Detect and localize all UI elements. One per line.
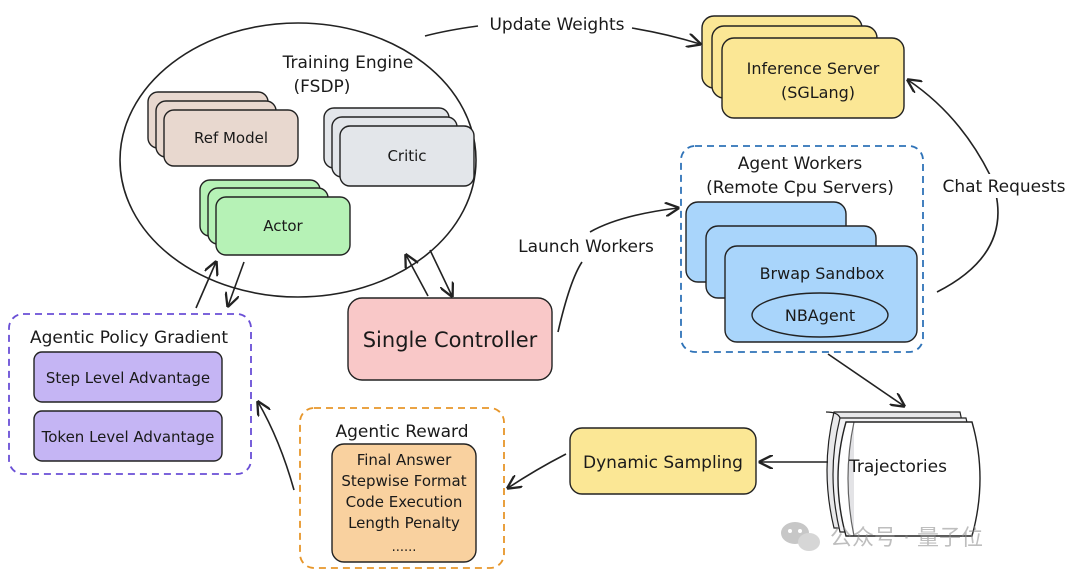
inference-server-label: Inference Server [747, 59, 880, 78]
agentic-reward-group: Agentic Reward Final Answer Stepwise For… [299, 407, 505, 569]
workers-to-trajectories-arrow [827, 353, 904, 406]
agent-workers-subtitle: (Remote Cpu Servers) [706, 178, 894, 198]
nbagent-node [751, 292, 889, 338]
dynamic-sampling: Dynamic Sampling [569, 427, 757, 495]
inference-server-sublabel: (SGLang) [781, 83, 855, 102]
dynamic-sampling-label: Dynamic Sampling [583, 453, 743, 473]
actor-label: Actor [263, 217, 303, 235]
launch-workers-connector: Launch Workers [518, 208, 678, 333]
critic-stack: Critic [323, 107, 475, 187]
training-engine: Training Engine (FSDP) Ref Model Critic … [119, 22, 477, 298]
step-level-advantage-label: Step Level Advantage [46, 369, 210, 387]
policy-gradient-title: Agentic Policy Gradient [30, 328, 228, 348]
trajectories-label: Trajectories [848, 457, 947, 477]
ref-model-label: Ref Model [194, 129, 268, 147]
brwap-sandbox-label: Brwap Sandbox [760, 264, 885, 283]
reward-to-policy-arrow [258, 402, 295, 491]
reward-item-length-penalty: Length Penalty [348, 514, 460, 532]
critic-label: Critic [387, 147, 426, 165]
launch-workers-label: Launch Workers [518, 237, 654, 257]
nbagent-label: NBAgent [785, 306, 855, 325]
wechat-icon [781, 522, 820, 551]
agentic-reward-title: Agentic Reward [335, 422, 468, 442]
sampling-to-reward-arrow [508, 453, 567, 488]
training-engine-subtitle: (FSDP) [294, 77, 351, 97]
policy-to-engine-arrow [195, 262, 216, 309]
update-weights-connector: Update Weights [424, 15, 700, 44]
agentic-policy-gradient-group: Agentic Policy Gradient Step Level Advan… [8, 313, 252, 475]
watermark-text: 公众号 · 量子位 [830, 526, 983, 551]
ref-model-stack: Ref Model [147, 91, 299, 167]
reward-item-final-answer: Final Answer [357, 451, 452, 469]
chat-requests-connector: Chat Requests [908, 80, 1074, 293]
single-controller: Single Controller [347, 297, 553, 381]
chat-requests-label: Chat Requests [942, 177, 1065, 197]
agent-workers-group: Agent Workers (Remote Cpu Servers) Brwap… [680, 145, 924, 353]
training-engine-title: Training Engine [282, 53, 414, 73]
reward-item-stepwise-format: Stepwise Format [341, 472, 466, 490]
token-level-advantage-label: Token Level Advantage [41, 428, 215, 446]
watermark: 公众号 · 量子位 [781, 522, 983, 551]
controller-to-engine-arrow [406, 255, 429, 297]
reward-item-ellipsis: ...... [392, 540, 417, 555]
update-weights-label: Update Weights [489, 15, 624, 35]
engine-to-controller-arrow [429, 249, 452, 296]
trajectories-cylinder: Trajectories [825, 411, 981, 537]
reward-item-code-execution: Code Execution [346, 493, 463, 511]
engine-to-policy-arrow [228, 261, 245, 306]
inference-server-stack: Inference Server (SGLang) [701, 15, 905, 119]
agent-workers-title: Agent Workers [738, 154, 863, 174]
actor-stack: Actor [199, 179, 351, 256]
single-controller-label: Single Controller [363, 328, 538, 352]
